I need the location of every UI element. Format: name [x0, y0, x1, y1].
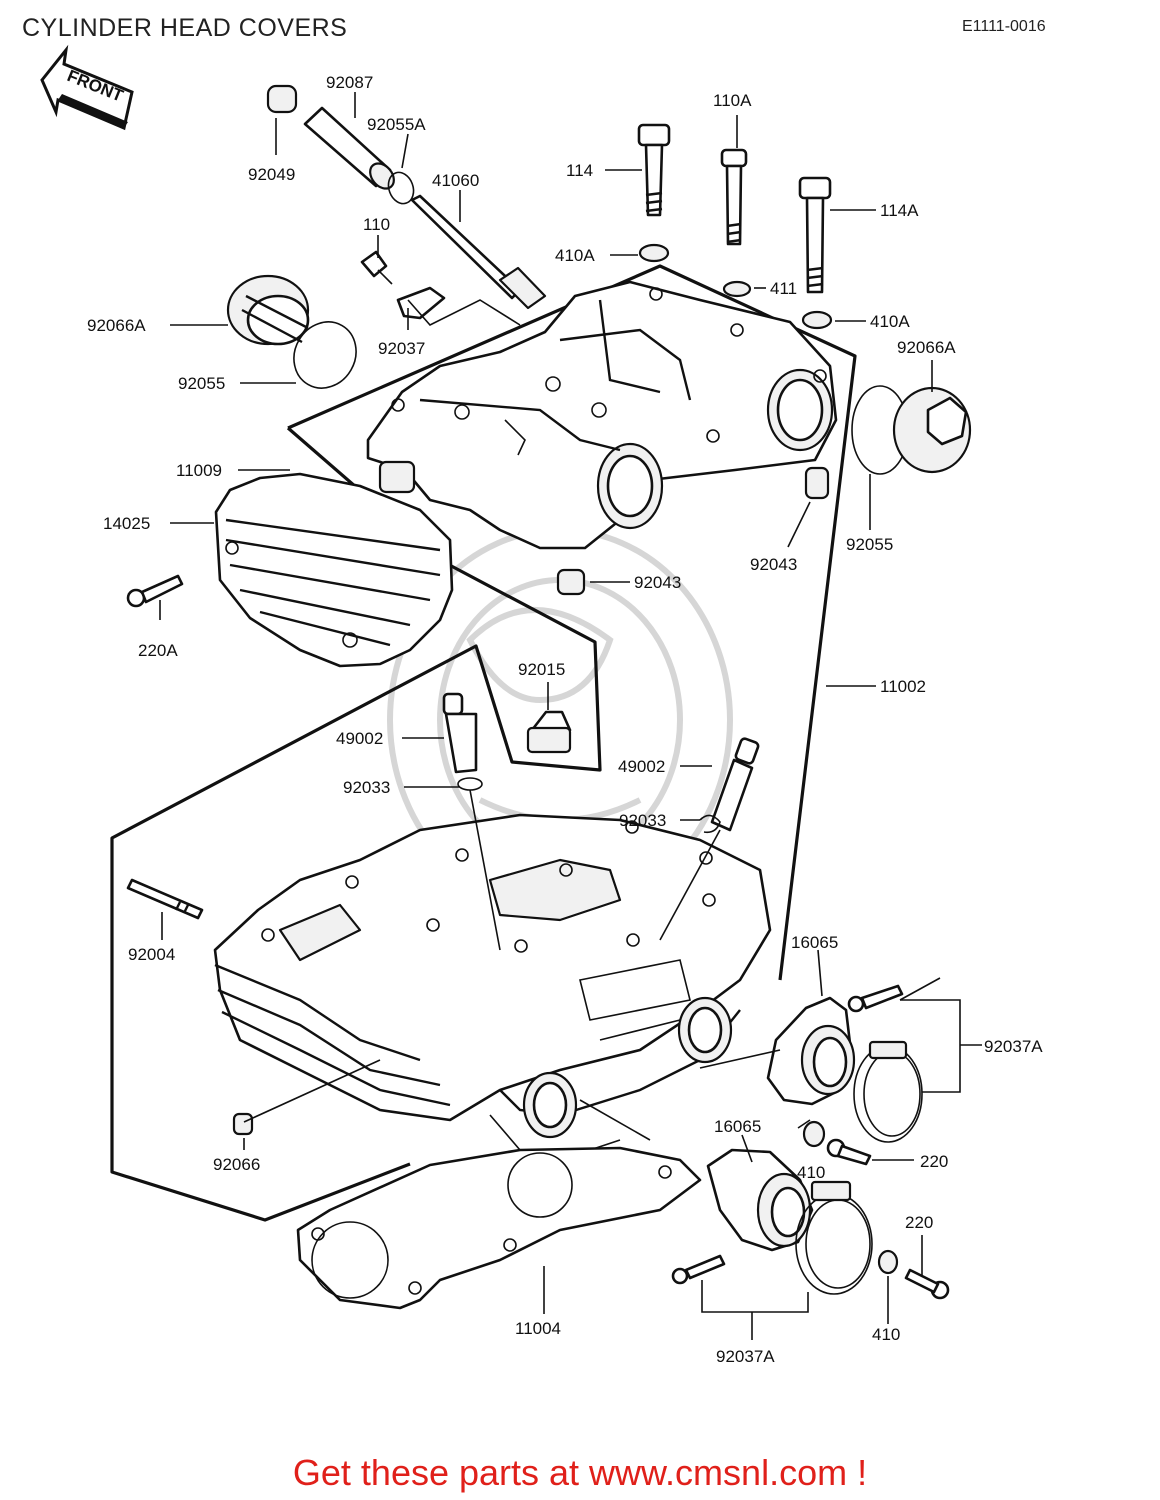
head-gasket — [296, 1146, 702, 1310]
screw-220A — [126, 574, 184, 608]
washer-411 — [722, 280, 752, 298]
leader-lines — [159, 92, 982, 1340]
plate-92037 — [396, 286, 446, 320]
bolt-110 — [360, 250, 393, 285]
cylinder-head-cover — [366, 280, 838, 550]
washer-410A-left — [638, 243, 670, 263]
o-ring-92055A — [387, 171, 415, 205]
label-92066: 92066 — [213, 1155, 260, 1174]
label-114A: 114A — [880, 201, 919, 220]
bolt-114A — [798, 176, 832, 294]
label-14025: 14025 — [103, 514, 150, 533]
o-ring-92033-left — [457, 777, 483, 791]
label-49002-left: 49002 — [336, 729, 383, 748]
label-92055A: 92055A — [367, 115, 426, 134]
label-11002: 11002 — [880, 677, 926, 696]
plug-92066A-right — [851, 385, 972, 475]
bolt-220-upper — [826, 1138, 872, 1166]
label-92087: 92087 — [326, 73, 373, 92]
diagram-reference-code: E1111-0016 — [962, 18, 1046, 35]
part-labels: 92087 92049 92055A 41060 110 92066A 9203… — [87, 73, 1043, 1366]
front-direction-arrow: FRONT — [40, 44, 134, 131]
stud-92004 — [126, 878, 204, 920]
label-92043-center: 92043 — [634, 573, 681, 592]
label-16065-bottom: 16065 — [714, 1117, 761, 1136]
label-92004: 92004 — [128, 945, 175, 964]
label-92055-left: 92055 — [178, 374, 225, 393]
plug-92066 — [232, 1112, 254, 1136]
oil-cap-92049 — [266, 84, 298, 114]
label-49002-right: 49002 — [618, 757, 665, 776]
clip-92033-right — [699, 814, 721, 834]
washer-410-center — [802, 1120, 826, 1148]
side-cover — [214, 472, 454, 668]
cylinder-head — [213, 813, 772, 1161]
adjuster-49002-left — [442, 692, 478, 774]
label-11009: 11009 — [176, 461, 222, 480]
label-220A: 220A — [138, 641, 178, 660]
label-92033-left: 92033 — [343, 778, 390, 797]
label-220-upper: 220 — [920, 1152, 948, 1171]
label-411: 411 — [770, 279, 797, 298]
label-110A: 110A — [713, 91, 752, 110]
adjuster-49002-right — [710, 737, 760, 832]
label-11004: 11004 — [515, 1319, 561, 1338]
dowel-92043-right — [804, 466, 830, 500]
bolt-110A — [720, 148, 748, 246]
cover-assembly-outline — [110, 264, 857, 1222]
cmsnl-parts-link[interactable]: Get these parts at www.cmsnl.com ! — [292, 1452, 868, 1493]
label-114: 114 — [566, 161, 593, 180]
screw-92037A-top — [847, 984, 904, 1013]
shaft-41060 — [410, 194, 547, 310]
label-41060: 41060 — [432, 171, 479, 190]
washer-410A-right — [801, 310, 833, 330]
label-92015: 92015 — [518, 660, 565, 679]
intake-holder-16065-bottom — [706, 1148, 814, 1252]
bolt-220-lower — [904, 1268, 950, 1300]
screw-92037A-bottom — [671, 1254, 726, 1285]
label-92043-right: 92043 — [750, 555, 797, 574]
plug-92066A-left — [226, 274, 310, 346]
page-title: CYLINDER HEAD COVERS — [22, 14, 348, 42]
clamp-92037A-top — [853, 1040, 923, 1143]
label-92055-right: 92055 — [846, 535, 893, 554]
intake-holder-16065-top — [766, 996, 856, 1106]
label-16065-top: 16065 — [791, 933, 838, 952]
label-92066A-left: 92066A — [87, 316, 146, 335]
label-220-lower: 220 — [905, 1213, 933, 1232]
label-92066A-right: 92066A — [897, 338, 956, 357]
o-ring-92055-left — [293, 321, 357, 389]
bolt-114 — [637, 123, 671, 217]
label-92049: 92049 — [248, 165, 295, 184]
label-410-lower: 410 — [872, 1325, 900, 1344]
clamp-92037A-bottom — [795, 1180, 873, 1295]
label-110: 110 — [363, 215, 390, 234]
cap-nut-92015 — [526, 710, 572, 754]
label-92033-right: 92033 — [619, 811, 666, 830]
label-92037: 92037 — [378, 339, 425, 358]
label-410-center: 410 — [797, 1163, 825, 1182]
dowel-92043-center — [556, 568, 586, 596]
label-410A-left: 410A — [555, 246, 595, 265]
label-92037A-right: 92037A — [984, 1037, 1043, 1056]
label-410A-right: 410A — [870, 312, 910, 331]
label-92037A-bottom: 92037A — [716, 1347, 775, 1366]
washer-410-lower — [877, 1249, 899, 1275]
